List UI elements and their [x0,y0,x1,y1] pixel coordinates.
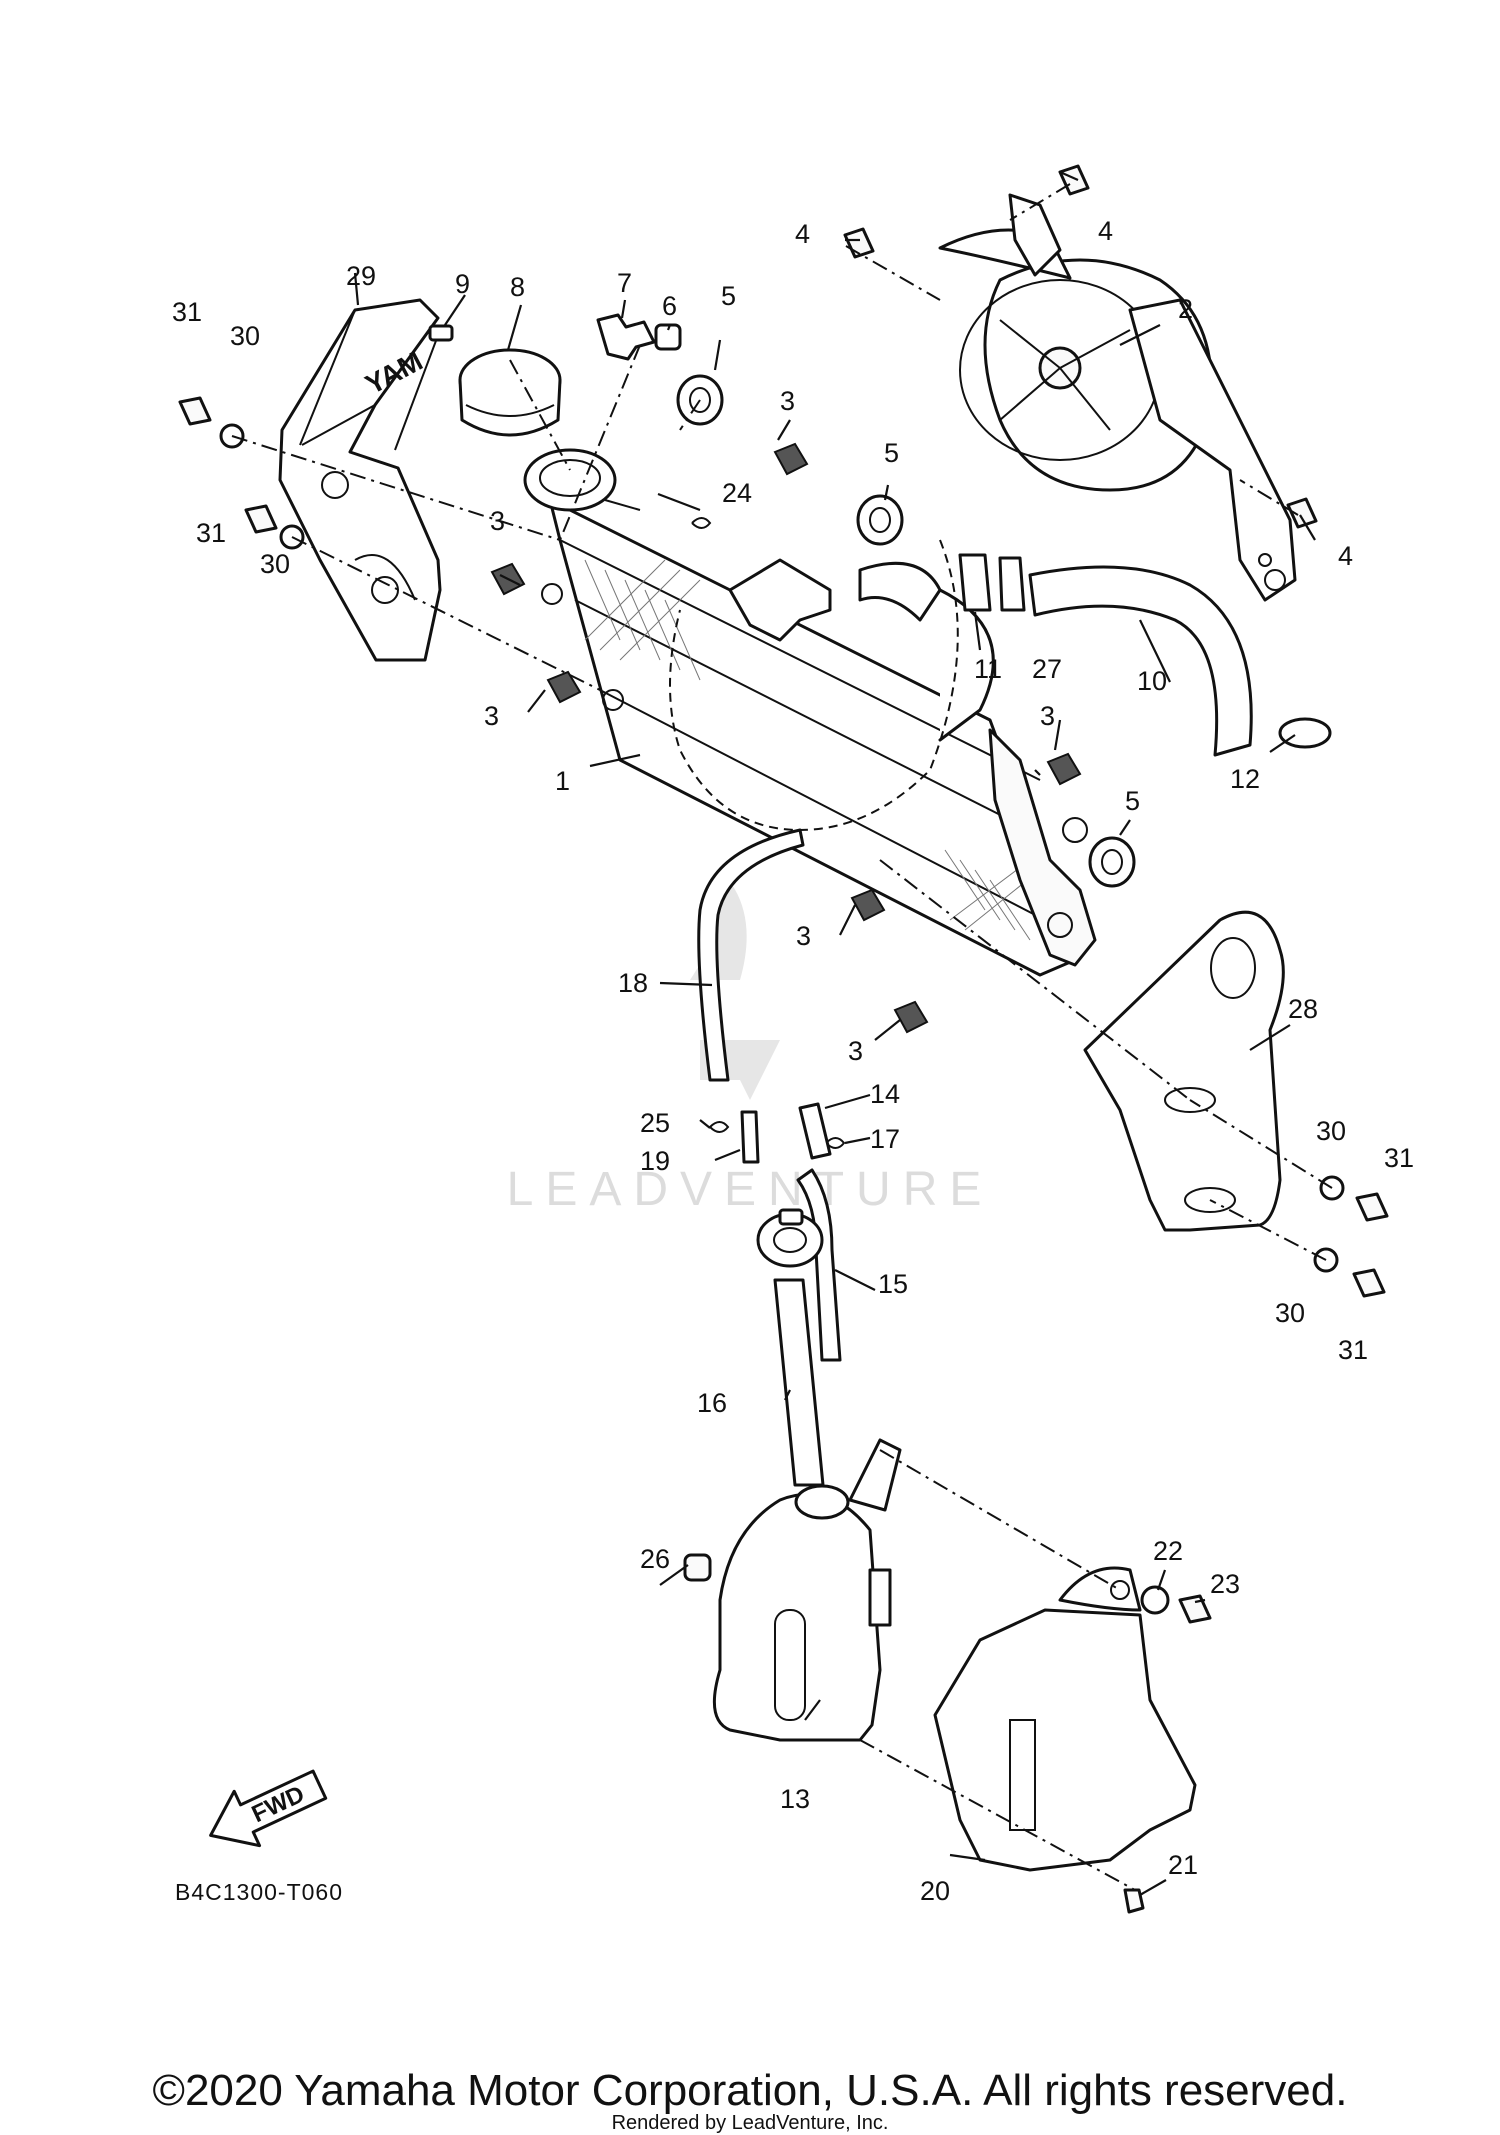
callout-4a: 4 [795,219,810,249]
callout-25: 25 [640,1108,670,1138]
hose-clamp-part-12 [1278,717,1332,749]
callout-31d: 31 [1338,1335,1368,1365]
callout-10: 10 [1137,666,1167,696]
radiator-core-part-1 [523,448,1097,977]
callout-13: 13 [780,1784,810,1814]
clamp-part-24 [691,517,712,529]
screw-part-9 [428,324,454,342]
hose-part-15 [796,1168,842,1362]
copyright-notice: ©2020 Yamaha Motor Corporation, U.S.A. A… [152,2066,1348,2115]
clamp-part-25 [709,1121,730,1133]
forward-direction-arrow: FWD [209,1769,328,1848]
nut-part-3-set [490,442,1082,1034]
callout-19: 19 [640,1146,670,1176]
callout-23: 23 [1210,1569,1240,1599]
diagram-code: B4C1300-T060 [175,1879,343,1905]
callout-16: 16 [697,1388,727,1418]
callout-3a: 3 [780,386,795,416]
callout-4c: 4 [1338,541,1353,571]
pipe-part-19 [740,1110,760,1164]
joint-part-14 [798,1102,832,1160]
watermark: LEADVENTURE [507,870,994,1216]
callout-5c: 5 [1125,786,1140,816]
callout-7: 7 [617,268,632,298]
callout-5b: 5 [884,438,899,468]
callout-17: 17 [870,1124,900,1154]
watermark-text: LEADVENTURE [507,1163,994,1216]
callout-21: 21 [1168,1850,1198,1880]
callout-29: 29 [346,261,376,291]
callout-9: 9 [455,269,470,299]
overflow-pipe-cap [756,1208,824,1268]
callout-28: 28 [1288,994,1318,1024]
reservoir-tank-part-13 [683,1438,902,1742]
callout-26: 26 [640,1544,670,1574]
callout-30c: 30 [1316,1116,1346,1146]
callout-20: 20 [920,1876,950,1906]
callout-31a: 31 [172,297,202,327]
hose-clamp-part-27 [998,556,1026,612]
callout-24: 24 [722,478,752,508]
callout-3e: 3 [796,921,811,951]
callout-11: 11 [974,654,1002,684]
callout-18: 18 [618,968,648,998]
callout-15: 15 [878,1269,908,1299]
callout-2: 2 [1178,294,1193,324]
callout-4b: 4 [1098,216,1113,246]
bolt-part-23 [1178,1594,1212,1624]
screw-part-21 [1123,1888,1145,1914]
callout-6: 6 [662,291,677,321]
callout-22: 22 [1153,1536,1183,1566]
assembly-lines [231,183,1333,1891]
bolt-part-7 [596,313,656,361]
callout-12: 12 [1230,764,1260,794]
radiator-cap-part-8 [458,348,562,437]
callout-31b: 31 [196,518,226,548]
callout-31c: 31 [1384,1143,1414,1173]
grommet-part-5-mid [856,494,904,546]
callout-27: 27 [1032,654,1062,684]
callout-leaders [353,170,1316,1896]
bolt-part-31-set [178,396,1389,1298]
hose-part-16 [773,1278,825,1487]
callout-30a: 30 [230,321,260,351]
callout-30d: 30 [1275,1298,1305,1328]
callout-3f: 3 [848,1036,863,1066]
hose-clamp-part-11 [958,553,992,612]
callout-14: 14 [870,1079,900,1109]
callout-3d: 3 [1040,701,1055,731]
callout-3c: 3 [484,701,499,731]
callout-3b: 3 [490,506,505,536]
radiator-side-cover-part-29: YAM [278,298,442,662]
radiator-bracket-part-28 [1083,910,1285,1232]
callout-1: 1 [555,766,570,796]
washer-part-22 [1140,1585,1170,1615]
reservoir-cover-part-20 [933,1566,1197,1872]
rendered-by-credit: Rendered by LeadVenture, Inc. [611,2112,889,2134]
grommet-part-5-right [1088,836,1136,888]
clamp-part-17 [825,1137,846,1149]
radiator-hose-part-10 [1028,565,1253,757]
callout-5a: 5 [721,281,736,311]
callout-30b: 30 [260,549,290,579]
callout-labels: 1 2 3 3 3 3 3 3 4 4 4 5 5 5 6 7 8 9 10 1… [172,216,1414,1906]
callout-8: 8 [510,272,525,302]
collar-part-6 [654,323,682,351]
radiator-hose-part-18 [697,828,805,1082]
fan-assembly-part-2 [938,193,1297,602]
